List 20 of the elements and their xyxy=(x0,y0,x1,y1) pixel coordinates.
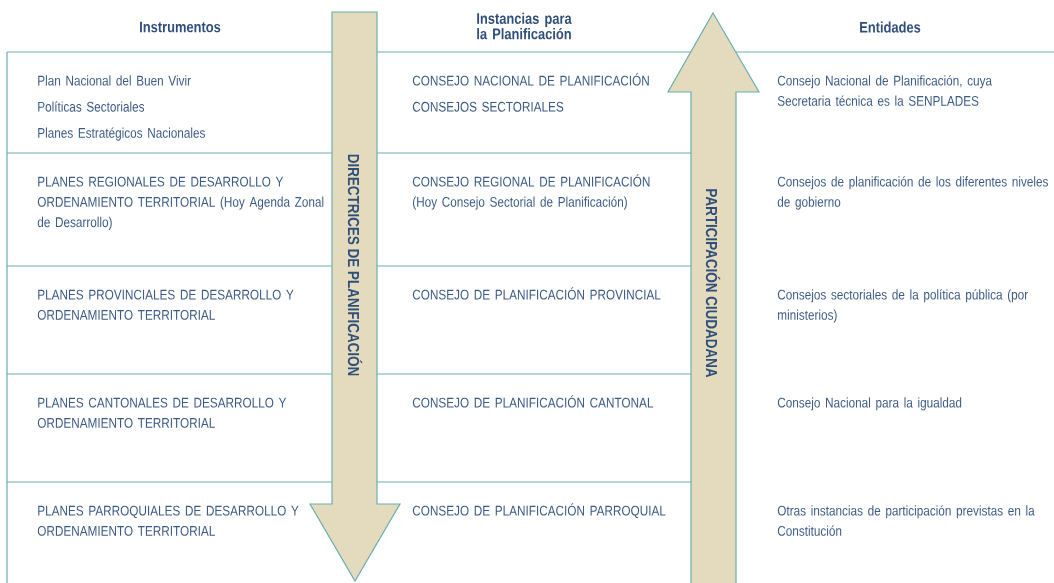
entry-text: PLANES CANTONALES DE DESARROLLO Y ORDENAMIENTO TERRITORIAL xyxy=(37,397,287,428)
entry-text: Plan Nacional del Buen Vivir xyxy=(38,75,191,86)
entry-text: Consejos sectoriales de la política pública (por ministerios) xyxy=(777,289,1028,323)
entry-text: CONSEJO DE PLANIFICACIÓN CANTONAL xyxy=(412,395,654,408)
entry-text: CONSEJO DE PLANIFICACIÓN PROVINCIAL xyxy=(412,287,661,300)
entry-text: Consejo Nacional para la igualdad xyxy=(777,397,962,411)
entry-text: CONSEJO REGIONAL DE PLANIFICACIÓN (Hoy Consejo Sectorial de Planificación) xyxy=(412,174,650,210)
entry-text: PLANES PROVINCIALES DE DESARROLLO Y ORDENAMIENTO TERRITORIAL xyxy=(37,289,294,320)
entry-text: Planes Estratégicos Nacionales xyxy=(38,127,205,141)
entry-text: Consejos de planificación de los diferentes niveles de gobierno xyxy=(777,176,1048,210)
column-header: Instrumentos xyxy=(140,21,221,33)
entry-text: Políticas Sectoriales xyxy=(38,101,145,112)
entry-text: Consejo Nacional de Planificación, cuya Secretaria técnica es la SENPLADES xyxy=(777,75,992,106)
entry-text: CONSEJOS SECTORIALES xyxy=(412,101,564,112)
column-header: Instancias para la Planificación xyxy=(477,12,572,40)
column-header: Entidades xyxy=(860,21,921,33)
entry-text: Otras instancias de participación previstas en la Constitución xyxy=(777,505,1035,536)
entry-text: CONSEJO DE PLANIFICACIÓN PARROQUIAL xyxy=(412,503,666,519)
entry-text: PLANES REGIONALES DE DESARROLLO Y ORDENAMIENTO TERRITORIAL (Hoy Agenda Zonal de Desarrollo) xyxy=(37,176,324,230)
entry-text: CONSEJO NACIONAL DE PLANIFICACIÓN xyxy=(412,73,649,86)
